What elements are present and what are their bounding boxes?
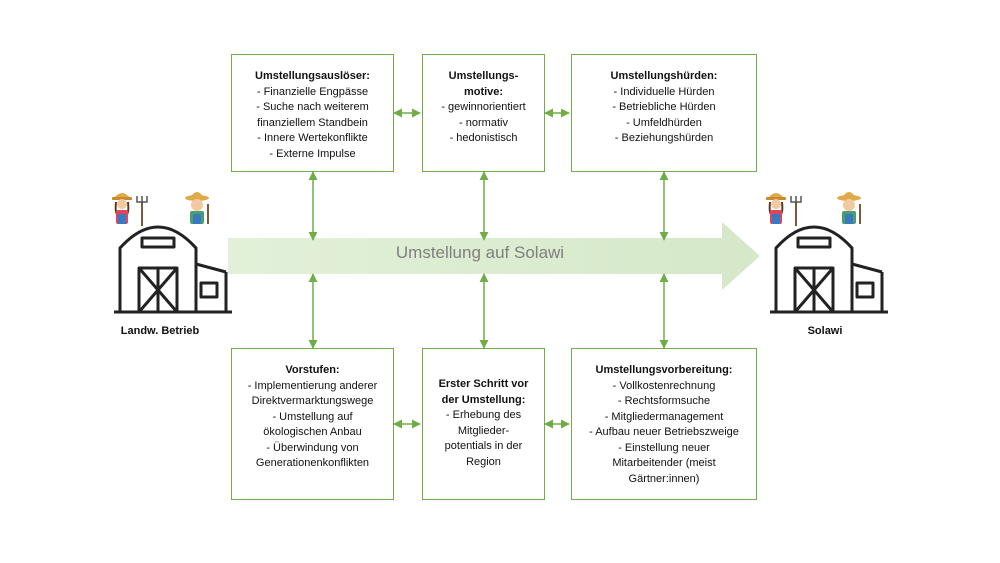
list-item: - hedonistisch [449, 132, 518, 144]
box-title: Umstellungsvorbereitung: [595, 364, 733, 376]
farmer-man-icon [185, 192, 209, 224]
list-item: - Betriebliche Hürden [612, 101, 716, 113]
list-item: - Implementierung anderer [247, 379, 378, 392]
list-item: - Aufbau neuer Betriebszweige [589, 426, 739, 438]
barn-left-icon [114, 225, 232, 314]
list-item: Mitarbeitender (meist [612, 457, 716, 469]
box-title: Umstellungs- [448, 70, 519, 82]
box-umstellungshuerden: Umstellungshürden: - Individuelle Hürden… [571, 54, 757, 172]
list-item: - Suche nach weiterem [256, 101, 369, 113]
list-item: Region [466, 455, 501, 468]
list-item: - Beziehungshürden [614, 132, 714, 144]
right-label: Solawi [807, 325, 843, 337]
list-item: - Einstellung neuer [618, 441, 710, 454]
list-item: finanziellem Standbein [257, 116, 368, 129]
barn-right-icon [770, 225, 888, 314]
box-title: Vorstufen: [285, 364, 340, 376]
list-item: - normativ [459, 116, 508, 129]
box-title: Erster Schritt vor [438, 378, 529, 390]
list-item: Generationenkonflikten [255, 457, 370, 469]
list-item: - Individuelle Hürden [613, 85, 715, 98]
box-title: der Umstellung: [441, 393, 526, 406]
pitchfork-icon-right [790, 196, 802, 226]
farmer-woman-icon [112, 193, 132, 224]
list-item: Direktvermarktungswege [251, 395, 374, 407]
list-item: ökologischen Anbau [263, 426, 362, 438]
list-item: Gärtner:innen) [628, 472, 700, 485]
box-umstellungsvorbereitung: Umstellungsvorbereitung: - Vollkostenrec… [571, 348, 757, 500]
box-vorstufen: Vorstufen: - Implementierung anderer Dir… [231, 348, 394, 500]
list-item: - Umfeldhürden [626, 116, 702, 129]
box-umstellungsausloeser: Umstellungsauslöser: - Finanzielle Engpä… [231, 54, 394, 172]
list-item: - Erhebung des [445, 409, 522, 421]
box-umstellungsmotive: Umstellungs- motive: - gewinnorientiert … [422, 54, 545, 172]
pitchfork-icon [136, 196, 148, 226]
list-item: - Umstellung auf [272, 410, 353, 423]
main-process-arrow [228, 222, 760, 290]
box-title: Umstellungshürden: [610, 70, 718, 82]
box-title: motive: [463, 85, 504, 98]
box-erster-schritt: Erster Schritt vor der Umstellung: - Erh… [422, 348, 545, 500]
list-item: - Mitgliedermanagement [604, 410, 724, 423]
box-title: Umstellungsauslöser: [255, 70, 370, 82]
list-item: Mitglieder- [457, 424, 510, 437]
list-item: - Finanzielle Engpässe [256, 85, 369, 98]
list-item: - gewinnorientiert [441, 101, 526, 113]
list-item: - Rechtsformsuche [617, 395, 711, 407]
left-label: Landw. Betrieb [120, 325, 200, 337]
farmer-woman-icon-right [766, 193, 786, 224]
list-item: potentials in der [444, 440, 523, 452]
list-item: - Vollkostenrechnung [612, 379, 716, 392]
list-item: - Innere Wertekonflikte [257, 132, 368, 144]
farmer-man-icon-right [837, 192, 861, 224]
arrow-label: Umstellung auf Solawi [395, 243, 565, 262]
list-item: - Externe Impulse [269, 147, 356, 160]
list-item: - Überwindung von [266, 441, 359, 454]
